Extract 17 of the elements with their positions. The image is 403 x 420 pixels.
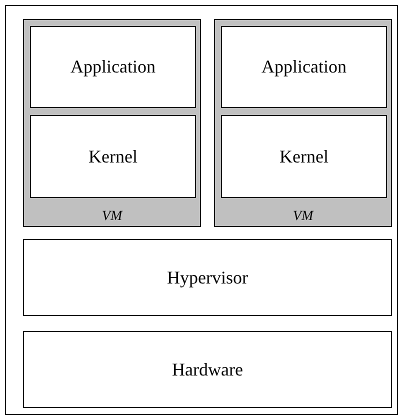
vm-label: VM bbox=[102, 209, 122, 225]
layer-label: Kernel bbox=[88, 146, 138, 167]
layer-label: Hardware bbox=[172, 359, 243, 380]
outer-frame bbox=[5, 5, 398, 415]
vm-container bbox=[23, 19, 201, 227]
layer-box bbox=[30, 115, 196, 198]
layer-label: Kernel bbox=[280, 146, 328, 167]
layer-box bbox=[23, 239, 392, 316]
layer-box bbox=[221, 26, 387, 108]
layer-label: Application bbox=[262, 56, 346, 78]
layer-box bbox=[221, 115, 387, 198]
layer-box bbox=[23, 331, 392, 408]
vm-label: VM bbox=[292, 209, 314, 225]
layer-box bbox=[30, 26, 196, 108]
layer-label: Application bbox=[70, 56, 156, 78]
vm-container bbox=[214, 19, 392, 227]
layer-label: Hypervisor bbox=[167, 267, 248, 288]
